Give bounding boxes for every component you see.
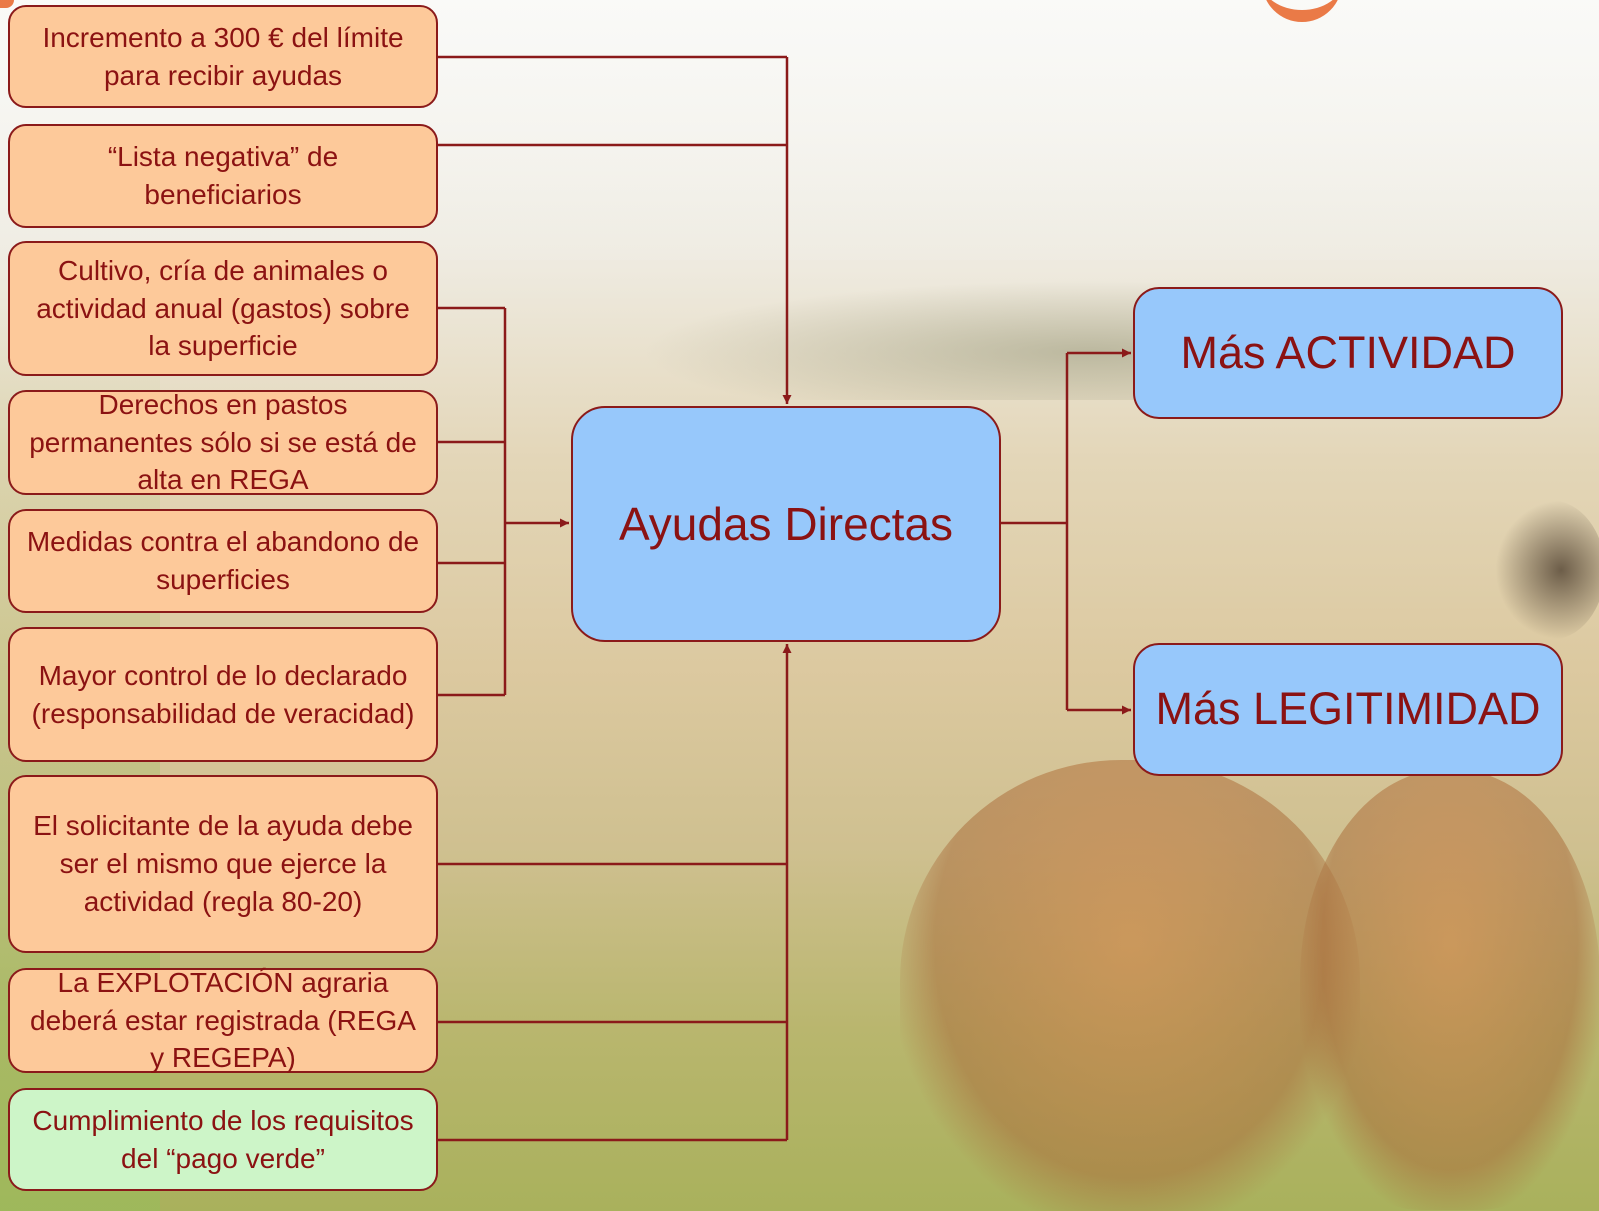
requirement-text: Cumplimiento de los requisitos del “pago… [32, 1104, 414, 1174]
requirement-box-control: Mayor control de lo declarado (responsab… [8, 627, 438, 762]
requirement-text: Derechos en pastos permanentes sólo si s… [29, 388, 417, 496]
requirement-text: Cultivo, cría de animales o actividad an… [36, 254, 410, 362]
requirement-box-abandono: Medidas contra el abandono de superficie… [8, 509, 438, 613]
result-label: Más LEGITIMIDAD [1155, 683, 1541, 735]
requirement-box-solicitante: El solicitante de la ayuda debe ser el m… [8, 775, 438, 953]
requirement-text: Mayor control de lo declarado (responsab… [31, 659, 415, 729]
requirement-box-pago-verde: Cumplimiento de los requisitos del “pago… [8, 1088, 438, 1191]
cow-image [1300, 770, 1599, 1210]
result-box-mas-actividad: Más ACTIVIDAD [1133, 287, 1563, 419]
requirement-box-limite-300: Incremento a 300 € del límite para recib… [8, 5, 438, 108]
requirement-text: El solicitante de la ayuda debe ser el m… [33, 810, 413, 917]
background-animal [1495, 500, 1599, 640]
requirement-box-explotacion: La EXPLOTACIÓN agraria deberá estar regi… [8, 967, 438, 1073]
decorative-corner [0, 0, 14, 8]
result-box-mas-legitimidad: Más LEGITIMIDAD [1133, 643, 1563, 776]
cow-image [900, 760, 1360, 1211]
requirement-text: La EXPLOTACIÓN agraria deberá estar regi… [30, 966, 416, 1074]
requirement-text: “Lista negativa” de beneficiarios [107, 141, 339, 210]
requirement-box-cultivo: Cultivo, cría de animales o actividad an… [8, 241, 438, 376]
requirement-text: Incremento a 300 € del límite para recib… [42, 21, 404, 91]
requirement-box-lista-negativa: “Lista negativa” de beneficiarios [8, 124, 438, 228]
requirement-box-pastos-rega: Derechos en pastos permanentes sólo si s… [8, 389, 438, 495]
central-node-ayudas-directas: Ayudas Directas [571, 406, 1001, 642]
requirement-text: Medidas contra el abandono de superficie… [26, 526, 420, 595]
central-node-label: Ayudas Directas [618, 498, 954, 550]
result-label: Más ACTIVIDAD [1180, 326, 1516, 378]
